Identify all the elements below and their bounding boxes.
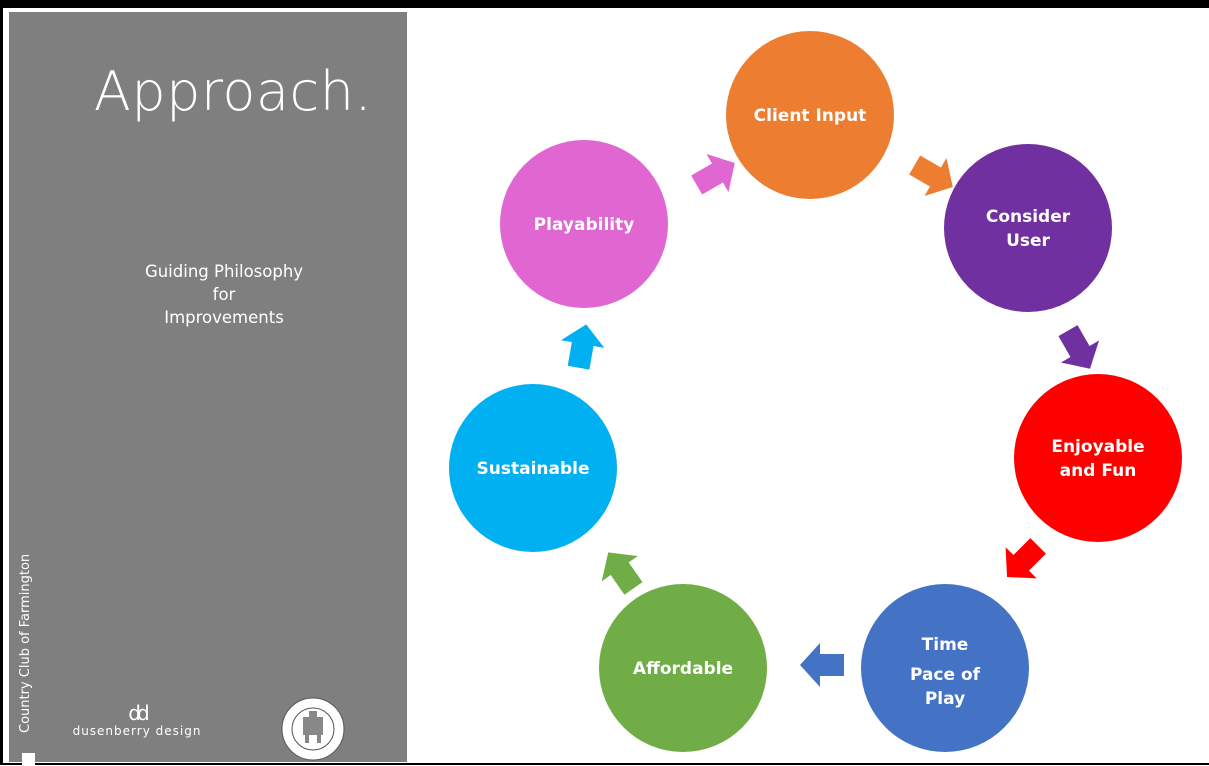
cycle-node-label: and Fun — [1060, 461, 1137, 481]
cycle-node-label: Affordable — [633, 659, 733, 679]
cycle-node-enjoyable-fun: Enjoyable and Fun — [1014, 374, 1182, 542]
cycle-node-label: Pace of — [910, 665, 981, 685]
logo-mark: dd — [128, 701, 149, 725]
cycle-node-label: Enjoyable — [1051, 437, 1144, 457]
dusenberry-design-logo: dd dusenberry design — [62, 701, 212, 738]
cycle-node-circle — [944, 144, 1112, 312]
cycle-node-client-input: Client Input — [726, 31, 894, 199]
subtitle-line-3: Improvements — [164, 308, 284, 327]
cycle-arrow-icon — [1005, 538, 1046, 579]
cycle-node-affordable: Affordable — [599, 584, 767, 752]
page-title: Approach. — [93, 60, 373, 123]
cycle-node-sustainable: Sustainable — [449, 384, 617, 552]
sidebar-panel: Approach. Guiding Philosophy for Improve… — [9, 12, 407, 766]
cycle-node-label: Consider — [986, 207, 1071, 227]
cycle-arrow-icon — [691, 153, 735, 195]
subtitle-line-1: Guiding Philosophy — [144, 262, 304, 281]
white-square-icon — [22, 753, 35, 766]
club-seal-icon — [281, 697, 345, 761]
cycle-node-label: User — [1006, 231, 1050, 251]
cycle-arrow-icon — [800, 643, 844, 687]
cycle-arrow-icon — [1058, 325, 1100, 369]
cycle-arrow-icon — [561, 324, 605, 370]
cycle-node-label: Playability — [534, 215, 635, 235]
cycle-node-label: Play — [925, 689, 965, 709]
cycle-node-circle — [726, 31, 894, 199]
cycle-node-label: Sustainable — [477, 459, 590, 479]
cycle-node-circle — [861, 584, 1029, 752]
club-name-vertical: Country Club of Farmington — [18, 553, 33, 733]
cycle-arrow-icon — [601, 552, 643, 595]
cycle-node-circle — [599, 584, 767, 752]
subtitle: Guiding Philosophy for Improvements — [99, 260, 349, 329]
cycle-node-circle — [449, 384, 617, 552]
cycle-arrow-icon — [909, 155, 953, 197]
subtitle-line-2: for — [212, 285, 236, 304]
cycle-node-circle — [1014, 374, 1182, 542]
cycle-node-label: Client Input — [754, 106, 867, 126]
cycle-node-circle — [500, 140, 668, 308]
cycle-node-label: Time — [922, 635, 969, 655]
logo-name: dusenberry design — [72, 724, 202, 738]
cycle-node-playability: Playability — [500, 140, 668, 308]
